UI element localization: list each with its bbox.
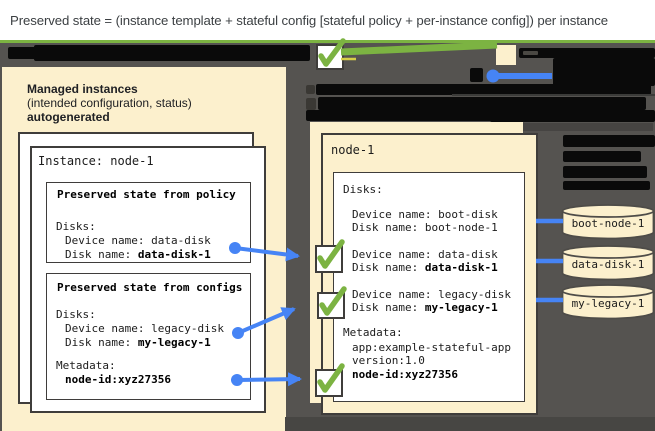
checkbox-template xyxy=(316,44,344,70)
checkbox-data-disk xyxy=(315,245,343,273)
green-arrow-shaft xyxy=(340,41,498,56)
managed-instances-heading: Managed instances xyxy=(27,82,138,96)
vm-panel-title: node-1 xyxy=(331,143,375,157)
vm-metadata-version: version:1.0 xyxy=(352,354,425,367)
redacted-bar xyxy=(563,166,647,178)
boot-disk-label: boot-node-1 xyxy=(571,217,645,230)
redacted-bar xyxy=(306,110,655,121)
legacy-disk-cylinder-icon xyxy=(561,284,655,320)
managed-instances-subheading: (intended configuration, status) xyxy=(27,96,192,110)
legacy-disk-label: my-legacy-1 xyxy=(571,297,645,310)
dimmed-dash xyxy=(523,51,538,55)
vm-legacy-disk-line: Disk name: my-legacy-1 xyxy=(352,301,498,314)
vm-disks-box xyxy=(333,172,525,402)
checkbox-legacy-disk xyxy=(317,292,345,319)
green-divider-line xyxy=(0,40,655,43)
policy-disk-line: Disk name: data-disk-1 xyxy=(65,248,211,261)
data-disk-cylinder-icon xyxy=(561,245,655,281)
redacted-bar xyxy=(34,45,310,61)
policy-disks-label: Disks: xyxy=(56,220,96,233)
vm-legacy-device-line: Device name: legacy-disk xyxy=(352,288,511,301)
redacted-bar xyxy=(318,97,646,110)
vm-metadata-app: app:example-stateful-app xyxy=(352,341,511,354)
vm-disks-label: Disks: xyxy=(343,183,383,196)
redacted-bar xyxy=(519,48,655,58)
dimmed-line xyxy=(452,94,655,96)
autogenerated-label: autogenerated xyxy=(27,110,110,124)
vm-data-disk-line: Disk name: data-disk-1 xyxy=(352,261,498,274)
configs-device-line: Device name: legacy-disk xyxy=(65,322,224,335)
redacted-bar xyxy=(553,58,655,86)
redacted-bar xyxy=(470,68,483,82)
configs-disk-line: Disk name: my-legacy-1 xyxy=(65,336,211,349)
boot-disk-cylinder-icon xyxy=(561,204,655,240)
dimmed-bar xyxy=(523,123,653,131)
instance-template-token xyxy=(496,45,516,65)
instance-card-title: Instance: node-1 xyxy=(38,154,154,168)
redacted-bar xyxy=(563,151,641,162)
title-bar: Preserved state = (instance template + s… xyxy=(0,0,655,40)
connector-dot xyxy=(486,69,500,83)
data-disk-label: data-disk-1 xyxy=(571,258,645,271)
policy-box-title: Preserved state from policy xyxy=(57,188,236,201)
configs-box-title: Preserved state from configs xyxy=(57,281,243,294)
bottom-shadow-strip xyxy=(285,417,655,431)
redacted-bar xyxy=(316,84,651,95)
redacted-bar xyxy=(563,181,650,190)
dimmed-glyph xyxy=(306,85,315,94)
preserved-state-policy-box xyxy=(46,182,251,263)
vm-boot-disk-line: Disk name: boot-node-1 xyxy=(352,221,498,234)
configs-metadata-label: Metadata: xyxy=(56,359,116,372)
checkbox-node-id xyxy=(315,369,343,397)
vm-boot-device-line: Device name: boot-disk xyxy=(352,208,498,221)
policy-device-line: Device name: data-disk xyxy=(65,234,211,247)
dimmed-glyph xyxy=(306,98,316,110)
diagram-title: Preserved state = (instance template + s… xyxy=(10,12,608,28)
redacted-bar xyxy=(490,115,655,122)
configs-disks-label: Disks: xyxy=(56,308,96,321)
vm-metadata-node-id: node-id:xyz27356 xyxy=(352,368,458,381)
redacted-bar xyxy=(563,135,655,147)
configs-metadata-value: node-id:xyz27356 xyxy=(65,373,171,386)
preserved-state-configs-box xyxy=(46,273,251,400)
vm-metadata-label: Metadata: xyxy=(343,326,403,339)
vm-data-device-line: Device name: data-disk xyxy=(352,248,498,261)
